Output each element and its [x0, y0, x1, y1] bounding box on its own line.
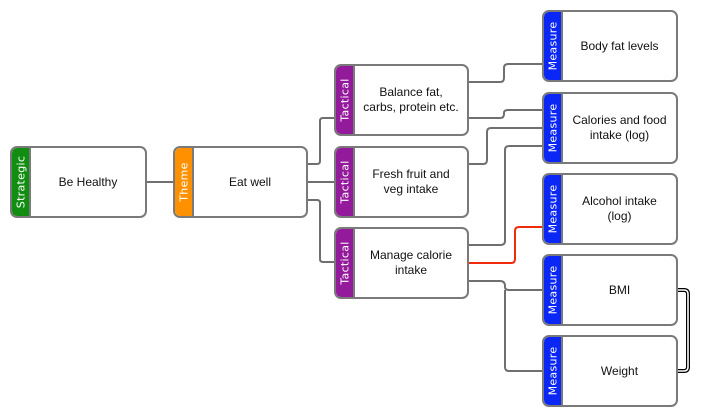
node-label: Balance fat, carbs, protein etc.	[363, 85, 459, 114]
node-measure[interactable]: Measure BMI	[542, 254, 678, 326]
node-type-label: Measure	[546, 21, 559, 71]
measure-type-strip: Measure	[544, 256, 563, 324]
node-type-label: Measure	[546, 103, 559, 153]
link-manage-calories	[469, 145, 542, 246]
node-strategic[interactable]: Strategic Be Healthy	[10, 146, 147, 218]
node-type-label: Tactical	[338, 78, 351, 122]
measure-type-strip: Measure	[544, 175, 563, 243]
node-type-label: Tactical	[338, 160, 351, 204]
link-eat-well-balance	[308, 117, 334, 165]
bracket-bmi-weight	[678, 288, 690, 373]
node-tactical[interactable]: Tactical Manage calorie intake	[334, 227, 469, 299]
node-type-label: Measure	[546, 346, 559, 396]
node-label: BMI	[608, 282, 631, 297]
node-label: Fresh fruit and veg intake	[372, 167, 450, 196]
node-label: Be Healthy	[58, 174, 118, 189]
link-balance-calories	[469, 109, 542, 119]
node-theme[interactable]: Theme Eat well	[173, 146, 308, 218]
node-label: Calories and food intake (log)	[572, 113, 667, 142]
measure-type-strip: Measure	[544, 94, 563, 162]
theme-type-strip: Theme	[175, 148, 194, 216]
node-measure[interactable]: Measure Weight	[542, 335, 678, 407]
link-manage-bmi	[469, 280, 542, 291]
node-label: Alcohol intake (log)	[582, 194, 657, 223]
node-tactical[interactable]: Tactical Balance fat, carbs, protein etc…	[334, 64, 469, 136]
measure-type-strip: Measure	[544, 12, 563, 80]
link-eat-well-manage	[308, 199, 334, 263]
node-measure[interactable]: Measure Alcohol intake (log)	[542, 173, 678, 245]
node-label: Eat well	[228, 174, 272, 189]
node-type-label: Theme	[177, 162, 190, 202]
node-label: Manage calorie intake	[369, 248, 453, 277]
link-manage-alcohol-highlighted	[469, 226, 542, 264]
strategic-type-strip: Strategic	[12, 148, 31, 216]
node-measure[interactable]: Measure Body fat levels	[542, 10, 678, 82]
node-type-label: Measure	[546, 265, 559, 315]
node-type-label: Tactical	[338, 241, 351, 285]
node-type-label: Strategic	[14, 155, 27, 209]
node-type-label: Measure	[546, 184, 559, 234]
tactical-type-strip: Tactical	[336, 66, 355, 134]
measure-type-strip: Measure	[544, 337, 563, 405]
link-balance-body-fat	[469, 63, 542, 83]
node-measure[interactable]: Measure Calories and food intake (log)	[542, 92, 678, 164]
tactical-type-strip: Tactical	[336, 229, 355, 297]
link-fresh-calories	[469, 127, 542, 165]
link-manage-weight	[504, 290, 542, 372]
node-tactical[interactable]: Tactical Fresh fruit and veg intake	[334, 146, 469, 218]
tactical-type-strip: Tactical	[336, 148, 355, 216]
node-label: Weight	[600, 363, 639, 378]
node-label: Body fat levels	[580, 38, 659, 53]
